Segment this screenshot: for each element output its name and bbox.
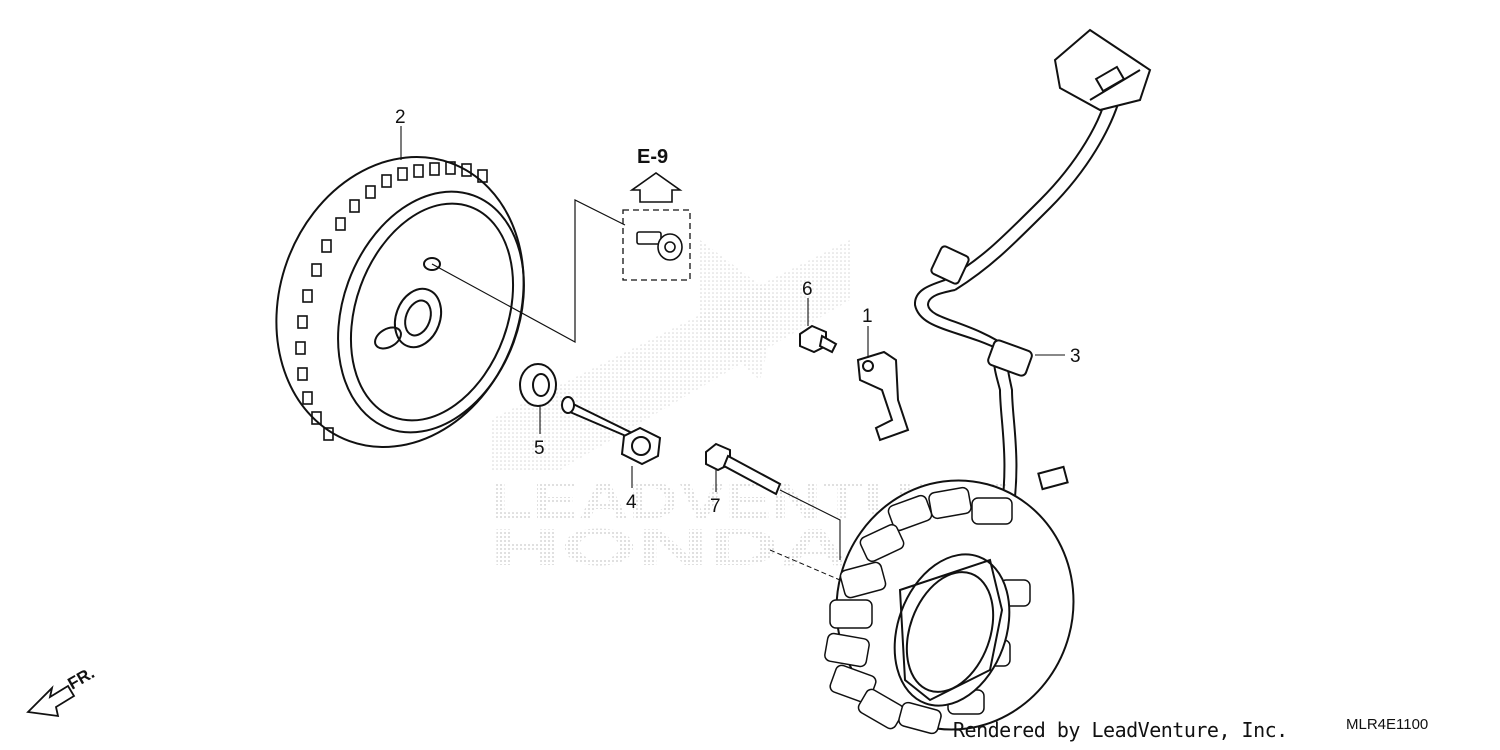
washer-part[interactable] — [519, 363, 557, 407]
front-arrow-icon: FR. — [26, 663, 98, 718]
bracket-part[interactable] — [856, 350, 910, 442]
flywheel-leader — [431, 199, 626, 344]
callout-label-3: 3 — [1070, 346, 1081, 367]
callouts — [400, 126, 1065, 492]
watermark-line2: HONDA — [490, 519, 850, 577]
callout-label-1: 1 — [862, 306, 873, 327]
callout-label-7: 7 — [710, 496, 721, 517]
callout-label-4: 4 — [626, 492, 637, 513]
wire-harness-part[interactable] — [913, 28, 1152, 521]
reference-box[interactable]: E-9 — [622, 146, 691, 281]
callout-label-6: 6 — [802, 279, 813, 300]
screw-icon — [636, 231, 683, 261]
footer-credit: Rendered by LeadVenture, Inc. — [953, 718, 1288, 742]
long-bolt-leader — [779, 489, 841, 560]
callout-label-5: 5 — [534, 438, 545, 459]
up-arrow-icon — [629, 172, 683, 203]
flywheel-part[interactable] — [237, 122, 564, 482]
long-bolt-part[interactable] — [705, 442, 782, 496]
callout-label-2: 2 — [395, 107, 406, 128]
flange-bolt-part[interactable] — [561, 396, 662, 466]
diagram-code: MLR4E1100 — [1346, 716, 1429, 733]
reference-label: E-9 — [637, 146, 668, 168]
stator-part[interactable] — [809, 454, 1102, 750]
small-bolt-part[interactable] — [799, 324, 838, 354]
